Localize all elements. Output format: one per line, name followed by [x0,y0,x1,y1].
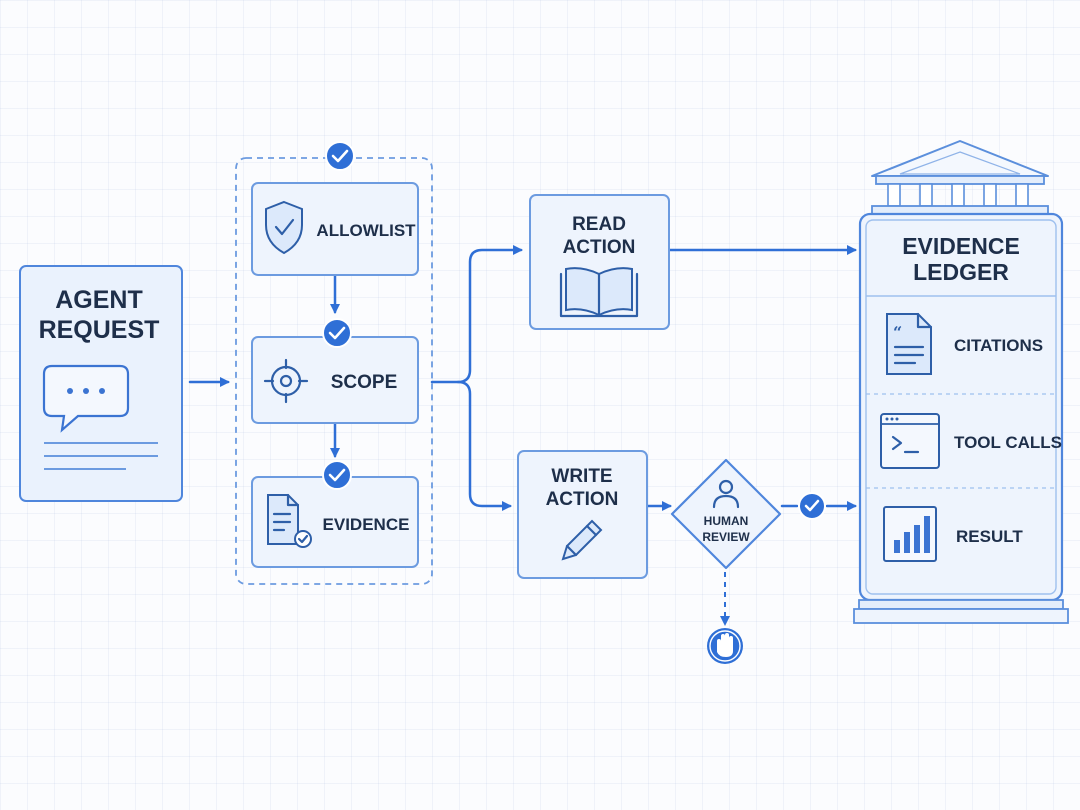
check-badge-icon [322,318,352,348]
svg-text:“: “ [893,323,902,342]
stop-hand-icon [707,628,743,664]
scope-step: SCOPE [251,336,419,424]
read-action-title-line2: ACTION [563,237,636,258]
open-book-icon [559,267,639,318]
scope-label: SCOPE [331,372,398,393]
read-action-node: READ ACTION [529,194,670,330]
pencil-icon [561,519,603,561]
connector-checks-to-write [456,380,512,511]
ledger-entry-label: CITATIONS [954,336,1043,355]
evidence-ledger-title-line1: EVIDENCE [902,233,1020,259]
allowlist-label: ALLOWLIST [316,221,416,240]
read-action-title-line1: READ [572,214,626,235]
building-roof-icon [871,140,1049,215]
ledger-entry-label: RESULT [956,527,1023,546]
crosshair-icon [263,358,309,404]
terminal-icon [880,413,940,469]
connector-checks-to-read [430,245,523,384]
shield-check-icon [265,200,303,255]
ledger-entry-label: TOOL CALLS [954,433,1062,452]
evidence-label: EVIDENCE [323,515,410,534]
evidence-step: EVIDENCE [251,476,419,568]
agent-request-title-line2: REQUEST [39,316,160,344]
person-icon [712,479,740,509]
human-review-node: HUMAN REVIEW [670,458,782,570]
document-check-icon [267,493,312,548]
document-quote-icon: “ [886,312,933,375]
human-review-title-line2: REVIEW [702,530,750,544]
check-badge-icon [322,460,352,490]
ledger-entry-citations: “ CITATIONS [886,312,1043,375]
bar-chart-icon [883,506,937,562]
write-action-node: WRITE ACTION [517,450,648,579]
chat-bubble-icon [42,364,130,433]
agent-request-title-line1: AGENT [55,286,143,314]
connectors [188,245,857,626]
evidence-ledger-node: EVIDENCE LEDGER “ CITATIONS [853,140,1069,624]
write-action-title-line1: WRITE [551,466,612,487]
policy-checks-group: ALLOWLIST SCOPE [235,141,433,585]
ledger-entry-result: RESULT [883,506,1023,562]
allowlist-step: ALLOWLIST [251,182,419,276]
human-review-title-line1: HUMAN [704,514,749,528]
ledger-entry-tool-calls: TOOL CALLS [880,413,1062,469]
agent-request-node: AGENT REQUEST [19,265,183,502]
ledger-base [853,599,1069,624]
write-action-title-line2: ACTION [546,489,619,510]
evidence-ledger-title-line2: LEDGER [913,259,1009,285]
text-lines-decoration [44,442,158,470]
check-badge-icon [798,492,826,520]
check-badge-icon [325,141,355,171]
